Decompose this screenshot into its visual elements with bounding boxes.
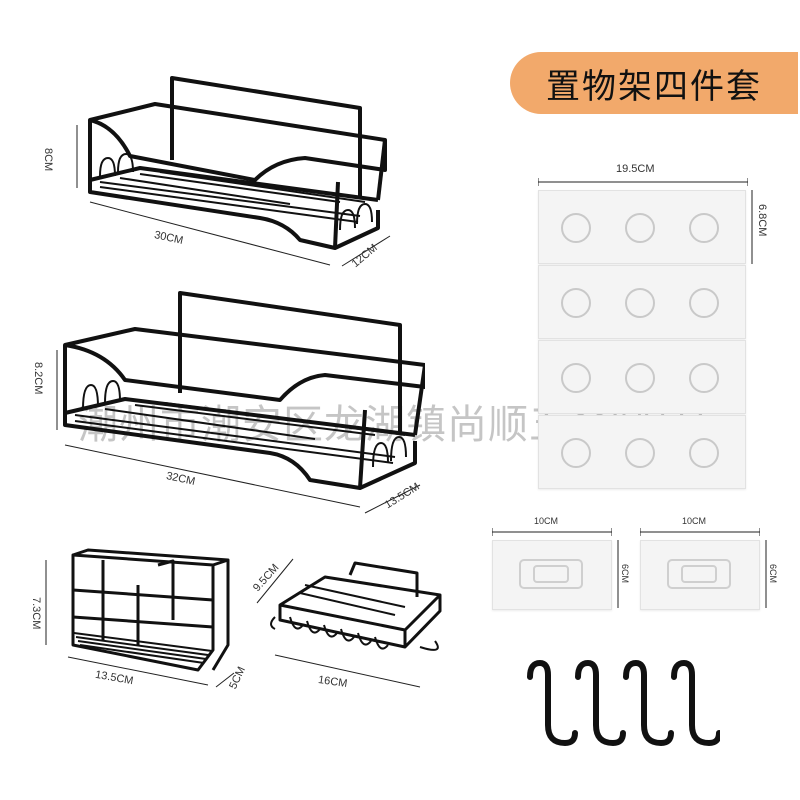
s-hook-1 bbox=[527, 659, 578, 747]
adhesive-small-right-mark bbox=[667, 559, 731, 589]
product-title: 置物架四件套 bbox=[546, 66, 762, 107]
adhesive-pad-large-4 bbox=[538, 415, 746, 489]
adhesive-pad-large-3 bbox=[538, 340, 746, 414]
adhesive-small-left-height-line bbox=[617, 540, 619, 608]
s-hook-3 bbox=[623, 659, 674, 747]
rack-large-illustration bbox=[76, 76, 391, 267]
adhesive-small-right-height-label: 6CM bbox=[768, 564, 778, 584]
title-banner: 置物架四件套 bbox=[510, 52, 798, 114]
holder-illustration bbox=[45, 548, 235, 688]
adhesive-large-height-line bbox=[751, 190, 753, 264]
adhesive-small-left-mark bbox=[519, 559, 583, 589]
rack-xlarge-height-label: 8.2CM bbox=[32, 362, 44, 395]
adhesive-pad-large-1 bbox=[538, 190, 746, 264]
adhesive-pad-large-2 bbox=[538, 265, 746, 339]
rack-large-height-label: 8CM bbox=[42, 148, 54, 172]
adhesive-small-left-width-label: 10CM bbox=[534, 516, 559, 526]
suction-marks bbox=[561, 213, 719, 468]
holder-height-label: 7.3CM bbox=[30, 597, 42, 630]
rack-xlarge-illustration bbox=[56, 291, 425, 514]
adhesive-large-width-label: 19.5CM bbox=[616, 163, 655, 175]
s-hook-4 bbox=[671, 659, 720, 747]
adhesive-small-left-width-line bbox=[492, 528, 612, 536]
adhesive-small-left-height-label: 6CM bbox=[620, 564, 630, 584]
adhesive-large-width-line bbox=[538, 178, 748, 186]
adhesive-small-right-height-line bbox=[765, 540, 767, 608]
adhesive-small-right-width-label: 10CM bbox=[682, 516, 707, 526]
adhesive-pad-small-left bbox=[492, 540, 612, 610]
s-hook-2 bbox=[575, 659, 626, 747]
s-hook-icon bbox=[527, 659, 720, 747]
adhesive-large-height-label: 6.8CM bbox=[756, 204, 768, 237]
adhesive-small-right-width-line bbox=[640, 528, 760, 536]
adhesive-pad-small-right bbox=[640, 540, 760, 610]
soap-dish-illustration bbox=[256, 558, 442, 688]
